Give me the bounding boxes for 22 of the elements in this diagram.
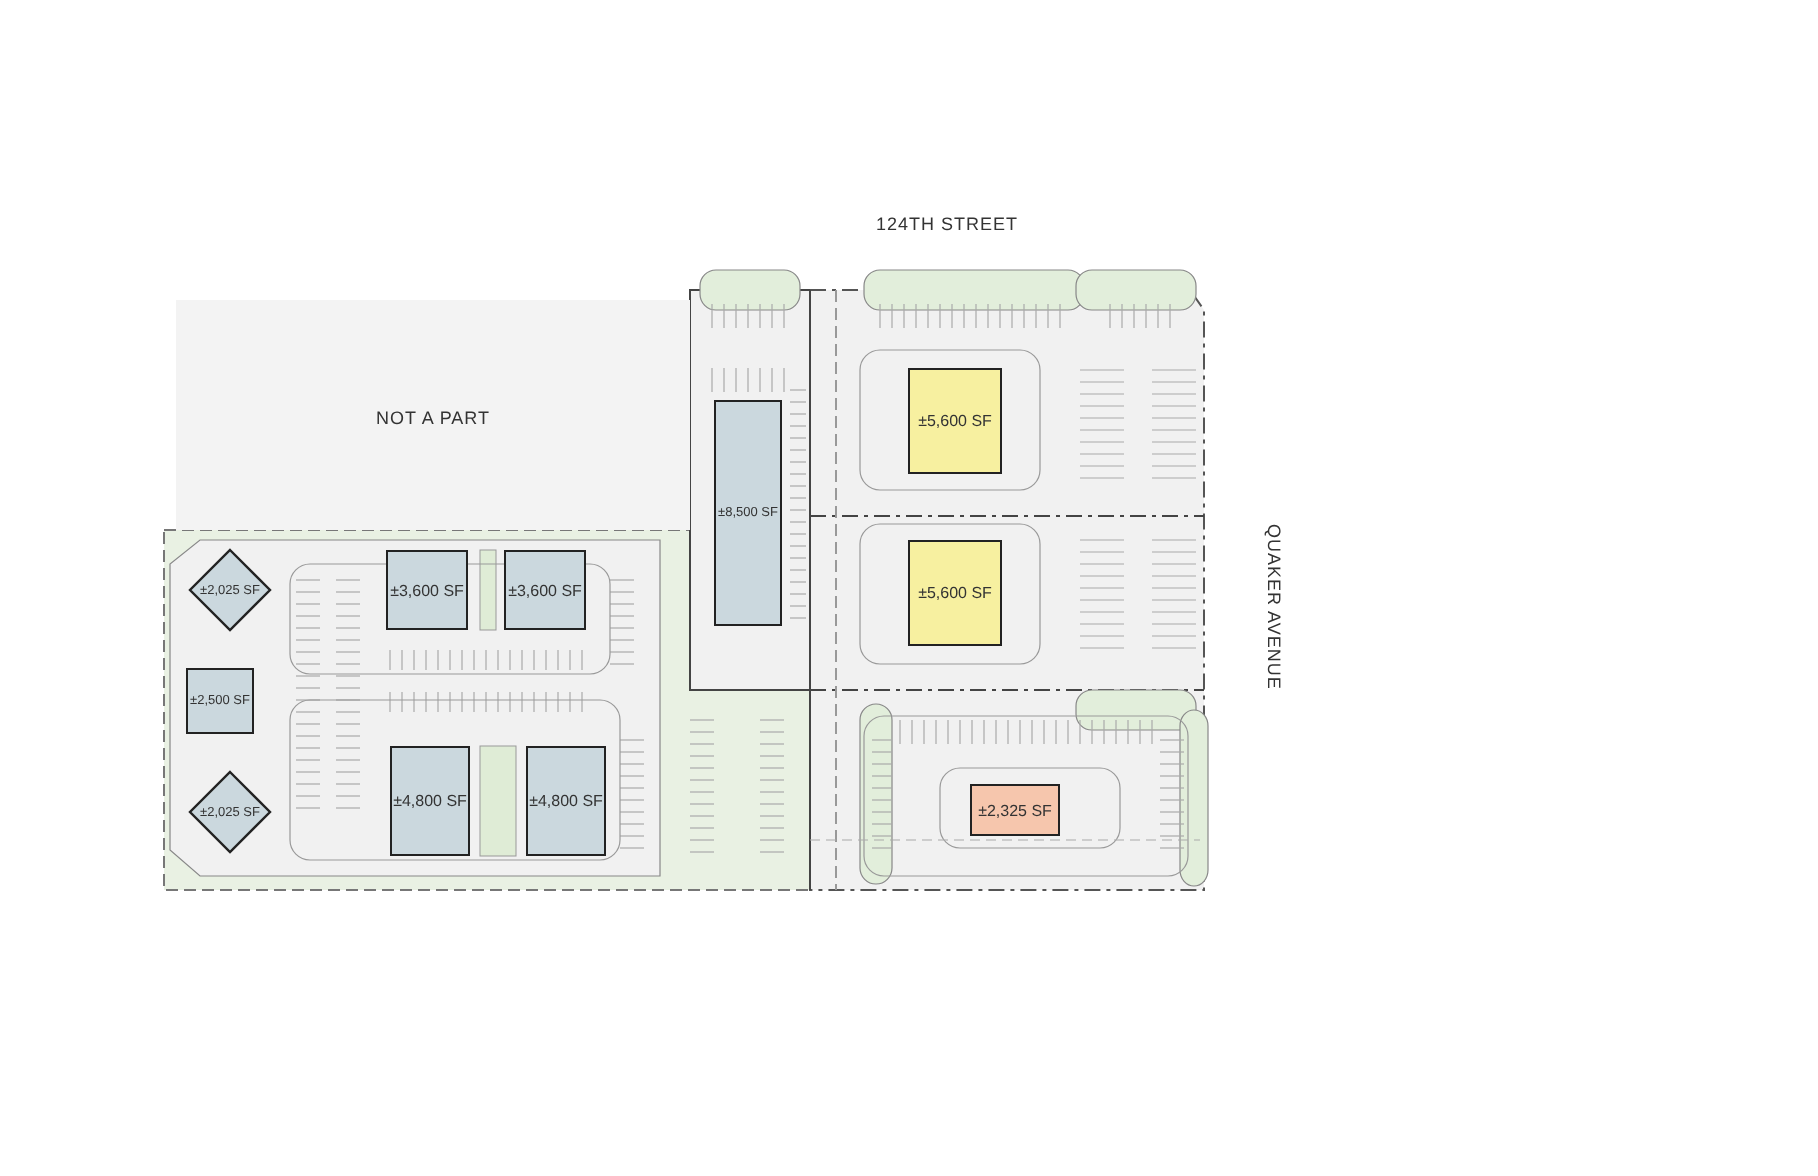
building-footprint xyxy=(390,746,470,856)
building-footprint xyxy=(908,540,1002,646)
building-footprint xyxy=(714,400,782,626)
building-footprint xyxy=(908,368,1002,474)
street-name-label: 124TH STREET xyxy=(876,214,1019,234)
building-footprint xyxy=(526,746,606,856)
building-area-label: ±4,800 SF xyxy=(393,792,467,810)
building-area-label: ±4,800 SF xyxy=(529,792,603,810)
building-footprint xyxy=(504,550,586,630)
building-area-label: ±2,325 SF xyxy=(978,801,1052,819)
building-area-label: ±3,600 SF xyxy=(390,581,464,599)
street-name-label: QUAKER AVENUE xyxy=(1264,524,1284,690)
building-footprint-diamond xyxy=(190,550,270,630)
area-label: NOT A PART xyxy=(375,408,491,428)
building-area-label: ±3,600 SF xyxy=(508,581,582,599)
building-footprint-diamond xyxy=(190,772,270,852)
building-footprint xyxy=(386,550,468,630)
building-footprint xyxy=(186,668,254,734)
building-area-label: ±5,600 SF xyxy=(918,412,992,430)
building-footprint xyxy=(970,784,1060,836)
building-area-label: ±5,600 SF xyxy=(918,584,992,602)
excluded-area xyxy=(176,300,690,530)
